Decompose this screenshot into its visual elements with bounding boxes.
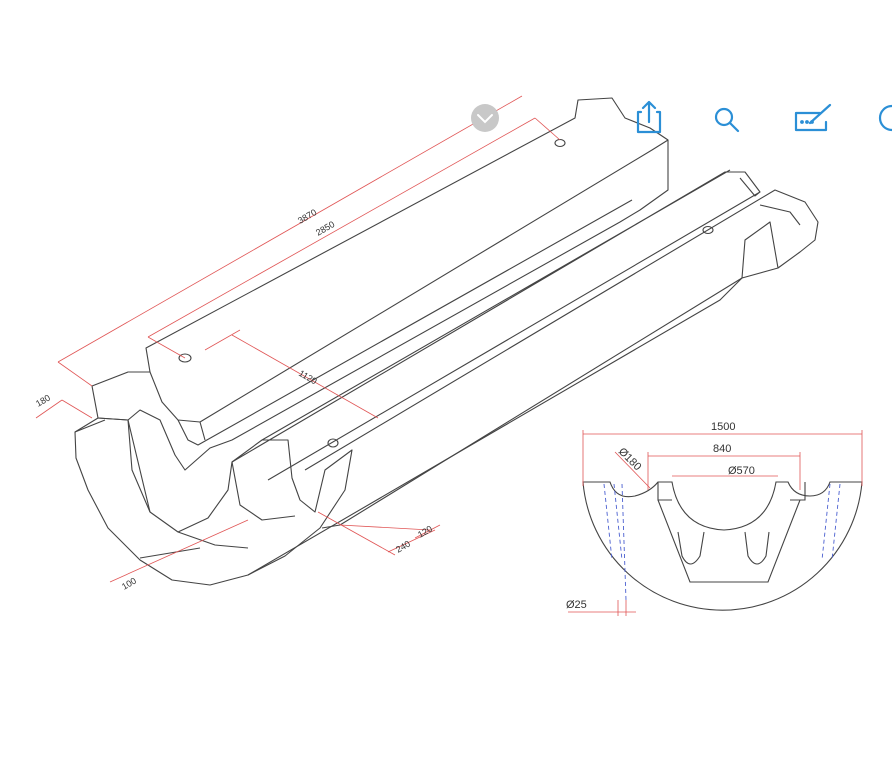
dim-section-width: 1500 (711, 421, 735, 433)
right-rail (304, 189, 819, 529)
dim-hole-spacing: 1120 (297, 368, 319, 386)
center-ridge (231, 169, 761, 481)
section-inner (657, 482, 806, 583)
hole-1 (178, 353, 192, 363)
search-icon-handle (728, 121, 740, 133)
dim-small-groove: Ø180 (616, 446, 644, 474)
dim-center-groove: Ø570 (728, 465, 755, 477)
isometric-view (74, 97, 819, 586)
more-icon (878, 104, 892, 132)
isometric-dimensions (35, 95, 561, 583)
hole-2 (554, 138, 566, 148)
markup-dot-3 (810, 120, 814, 124)
dim-lip-width: 240 (394, 539, 412, 555)
section-outer (582, 481, 863, 611)
front-end-face (74, 417, 353, 586)
dim-inner-length: 2850 (314, 219, 336, 238)
bottom-back-edge (247, 277, 743, 576)
dim-pin-hole: Ø25 (566, 599, 587, 611)
left-rail-inner (149, 139, 669, 446)
dim-end-height: 180 (34, 393, 52, 409)
section-hidden-lines (603, 483, 841, 601)
hole-3 (327, 438, 339, 448)
front-inner-edges (74, 419, 296, 559)
markup-icon (794, 103, 832, 132)
more-button[interactable] (878, 104, 892, 132)
section-dimensions (568, 430, 863, 616)
dim-lip-height: 120 (416, 524, 434, 540)
dim-end-step: 100 (120, 576, 138, 592)
markup-dot-2 (805, 120, 809, 124)
share-button[interactable] (636, 100, 662, 134)
search-button[interactable] (714, 107, 740, 133)
dim-overall-length: 3870 (296, 207, 318, 226)
chevron-down-icon (477, 114, 493, 124)
markup-dot-1 (800, 120, 804, 124)
section-view (582, 481, 863, 611)
badge-circle (471, 104, 499, 132)
share-icon (636, 100, 662, 134)
overlay-badge[interactable] (471, 104, 499, 132)
hole-4 (702, 225, 714, 235)
toolbar (636, 100, 892, 134)
dim-section-inner-width: 840 (713, 443, 731, 455)
markup-button[interactable] (794, 103, 832, 132)
search-icon (714, 107, 734, 127)
left-rail (91, 97, 669, 471)
